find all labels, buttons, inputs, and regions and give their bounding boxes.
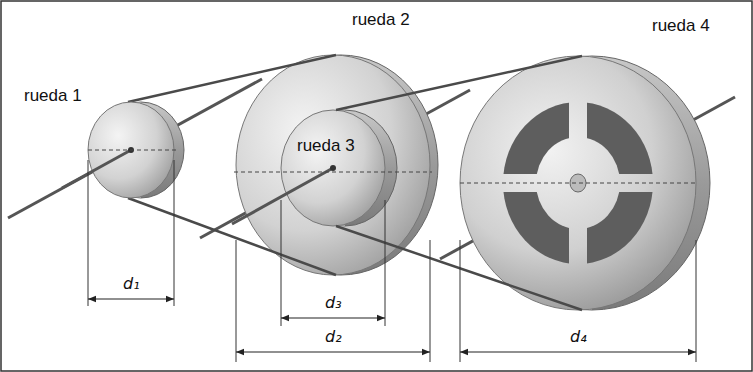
- wheel-4: [460, 56, 710, 310]
- wheel-label: rueda 1: [24, 86, 82, 106]
- dimension-lines: [88, 299, 696, 352]
- wheel-2: [236, 55, 438, 275]
- wheel-label: rueda 3: [297, 136, 355, 156]
- dimension-label: d₂: [325, 327, 342, 347]
- dimension-label: d₃: [325, 293, 342, 313]
- dimension-label: d₁: [123, 274, 140, 294]
- wheel-3: [232, 110, 397, 226]
- wheel-label: rueda 4: [652, 16, 710, 36]
- extension-lines: [88, 160, 696, 362]
- wheel-1: [62, 102, 184, 198]
- center-lines: [88, 150, 698, 183]
- wheel-label: rueda 2: [352, 10, 410, 30]
- dimension-label: d₄: [570, 327, 587, 347]
